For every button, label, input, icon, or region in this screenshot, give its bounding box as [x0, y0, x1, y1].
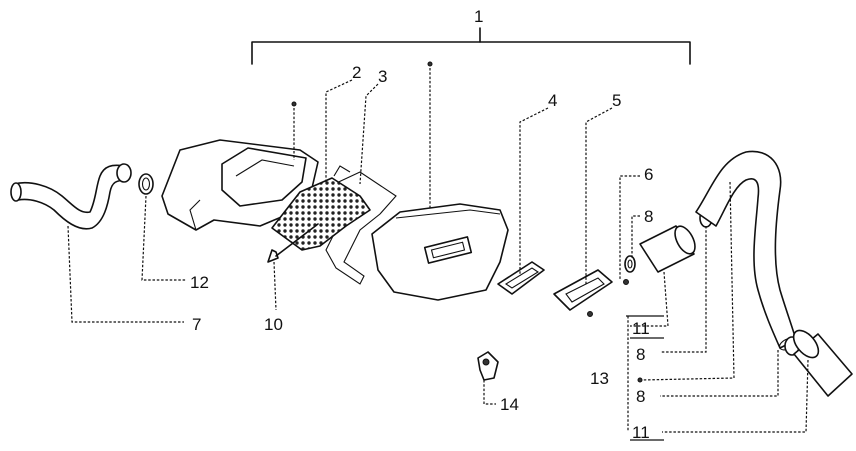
label-14: 14 — [500, 395, 519, 414]
label-1: 1 — [474, 7, 483, 26]
label-4: 4 — [548, 91, 557, 110]
part-2-filter-mesh — [271, 165, 371, 251]
label-12: 12 — [190, 273, 209, 292]
label-8-lower: 8 — [636, 387, 645, 406]
label-2: 2 — [352, 63, 361, 82]
leader-lines — [67, 68, 809, 433]
part-5-reed-valve — [553, 269, 613, 317]
part-3-gasket — [325, 171, 397, 285]
label-3: 3 — [378, 67, 387, 86]
callout-labels: 1 2 3 4 5 6 7 8 8 8 10 11 11 12 13 14 — [190, 7, 653, 442]
label-13: 13 — [590, 369, 609, 388]
label-8-upper: 8 — [644, 207, 653, 226]
part-14-clamp — [477, 351, 499, 381]
reference-markers — [291, 61, 643, 383]
label-10: 10 — [264, 315, 283, 334]
filter-housing-rear — [161, 139, 319, 231]
part-8-clip-a — [624, 255, 636, 273]
part-10-screw — [267, 223, 319, 263]
filter-housing-front — [371, 203, 509, 301]
part-6-screw — [623, 279, 629, 285]
part-11-hose-long — [792, 329, 853, 397]
label-6: 6 — [644, 165, 653, 184]
label-5: 5 — [612, 91, 621, 110]
part-13-bent-hose — [695, 150, 797, 351]
label-8-middle: 8 — [636, 345, 645, 364]
label-11-lower: 11 — [632, 423, 650, 442]
part-7-inlet-pipe — [10, 163, 132, 230]
part-12-o-ring — [138, 173, 154, 195]
label-underlines — [626, 315, 664, 441]
part-11-hose-short — [639, 225, 696, 273]
assembly-bracket — [251, 27, 691, 65]
part-4-block — [497, 261, 545, 295]
label-7: 7 — [192, 315, 201, 334]
label-11-upper: 11 — [632, 319, 650, 338]
